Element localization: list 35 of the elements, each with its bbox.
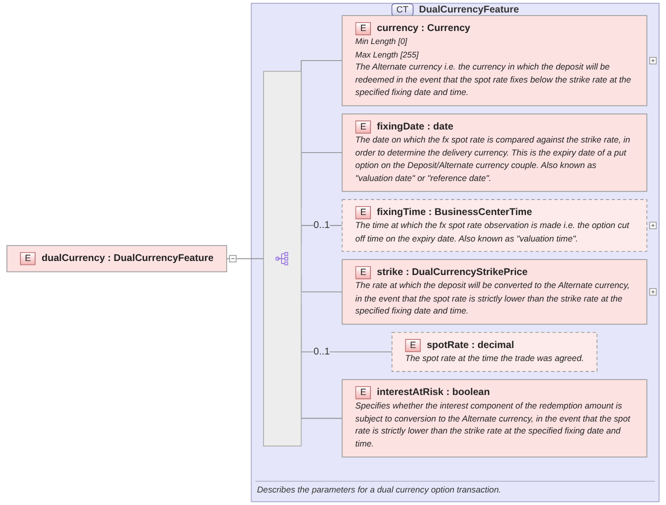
name-text: interestAtRisk : boolean [376,386,490,398]
name-text: dualCurrency : DualCurrencyFeature [42,252,214,264]
edge-label: 0..1 [314,219,330,231]
edge-label: 0..1 [314,346,330,357]
description-text: Describes the parameters for a dual currency option transaction. [257,484,502,495]
node-box [342,379,648,458]
kind-tag: E [355,266,372,280]
name-text: fixingTime : BusinessCenterTime [376,206,532,218]
kind-tag: E [20,252,36,266]
description-text: The rate at which the deposit will be converted to the Alternate currency, in the event that the spot rate is strictly lower than the strike rate at the specified fixing date and time. [355,280,631,316]
description-text: The time at which the fx spot rate observation is made i.e. the option cut off time on the expiry date. Also known as "valuation time". [355,220,630,244]
kind-tag: E [355,22,372,36]
name-text: currency : Currency [376,22,470,34]
facet-text: Min Length [0] [355,38,408,47]
kind-tag: CT [391,3,414,16]
name-text: strike : DualCurrencyStrikePrice [376,266,528,278]
node-box [342,114,648,192]
kind-tag: E [355,386,372,400]
node-box [6,245,228,272]
node-bar [263,70,302,446]
name-text: fixingDate : date [376,120,454,132]
facet-text: Max Length [255] [355,50,419,60]
kind-tag: E [355,120,372,134]
kind-tag: E [405,338,421,352]
node-box [392,332,598,372]
node-box [342,15,648,106]
description-text: The date on which the fx spot rate is compared against the strike rate, in order to determine the delivery currency. This is the expiry date of a put option on the Deposit/Alternate currency couple. Also known as "valuation date" or "reference date". [355,135,632,184]
name-text: spotRate : decimal [426,338,514,350]
description-text: Specifies whether the interest component of the redemption amount is subject to conversion to the Alternate currency, in the event that the spot rate is strictly lower than the strike rate at the specified fixing date and time. [355,400,632,450]
node-box [342,199,648,252]
name-text: DualCurrencyFeature [419,3,519,15]
node-box [342,259,648,325]
description-text: The Alternate currency i.e. the currency in which the deposit will be redeemed in the event that the spot rate fixes below the strike rate at the specified fixing date and time. [355,62,632,98]
description-text: The spot rate at the time the trade was agreed. [405,354,584,364]
kind-tag: E [355,206,372,220]
